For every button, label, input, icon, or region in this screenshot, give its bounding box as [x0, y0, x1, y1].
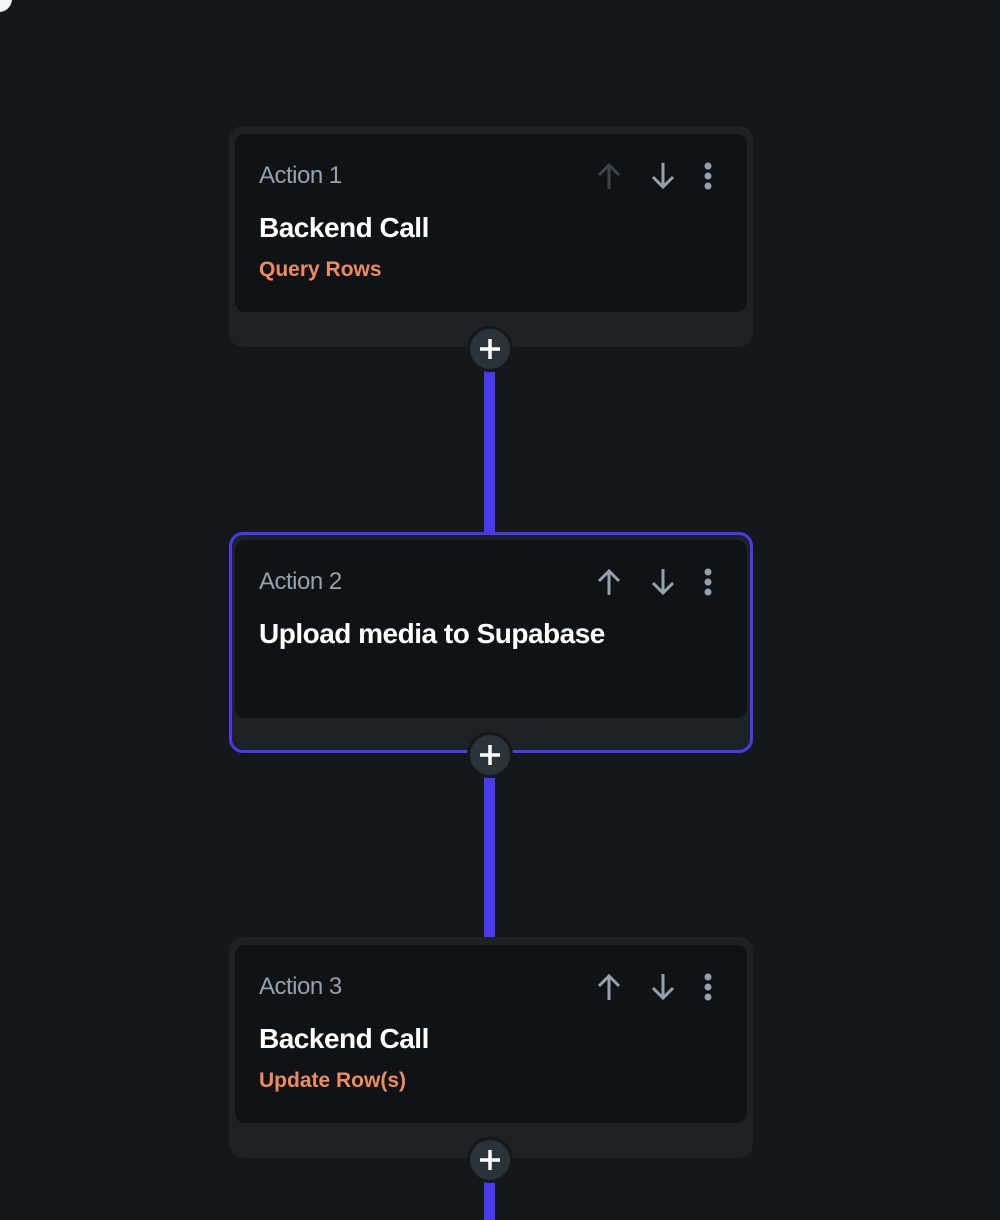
plus-icon: [480, 1150, 500, 1170]
add-action-button[interactable]: [467, 732, 513, 778]
arrow-up-icon: [593, 160, 625, 192]
connector-line: [484, 370, 495, 535]
connector-line: [484, 1180, 495, 1220]
action-number: Action 3: [259, 973, 342, 1000]
action-number: Action 1: [259, 162, 342, 189]
corner-shape: [0, 0, 12, 12]
add-action-button[interactable]: [467, 1137, 513, 1183]
plus-icon: [480, 339, 500, 359]
action-title: Backend Call: [259, 212, 429, 243]
arrow-down-icon[interactable]: [647, 566, 679, 598]
action-title: Backend Call: [259, 1023, 429, 1054]
action-card-body[interactable]: Action 3 Backend Call Update Row(s): [235, 945, 747, 1123]
more-vertical-icon[interactable]: [701, 566, 715, 598]
action-subtitle: Query Rows: [259, 258, 382, 281]
arrow-down-icon[interactable]: [647, 971, 679, 1003]
arrow-up-icon[interactable]: [593, 971, 625, 1003]
more-vertical-icon[interactable]: [701, 971, 715, 1003]
plus-icon: [480, 745, 500, 765]
action-card-body[interactable]: Action 2 Upload media to Supabase: [235, 540, 747, 718]
action-card[interactable]: Action 2 Upload media to Supabase: [229, 532, 753, 753]
action-number: Action 2: [259, 568, 342, 595]
arrow-down-icon[interactable]: [647, 160, 679, 192]
action-title: Upload media to Supabase: [259, 618, 605, 649]
action-card[interactable]: Action 1 Backend Call Query Rows: [229, 126, 753, 347]
add-action-button[interactable]: [467, 326, 513, 372]
connector-line: [484, 775, 495, 940]
action-card[interactable]: Action 3 Backend Call Update Row(s): [229, 937, 753, 1158]
arrow-up-icon[interactable]: [593, 566, 625, 598]
action-card-body[interactable]: Action 1 Backend Call Query Rows: [235, 134, 747, 312]
action-subtitle: Update Row(s): [259, 1069, 406, 1092]
more-vertical-icon[interactable]: [701, 160, 715, 192]
